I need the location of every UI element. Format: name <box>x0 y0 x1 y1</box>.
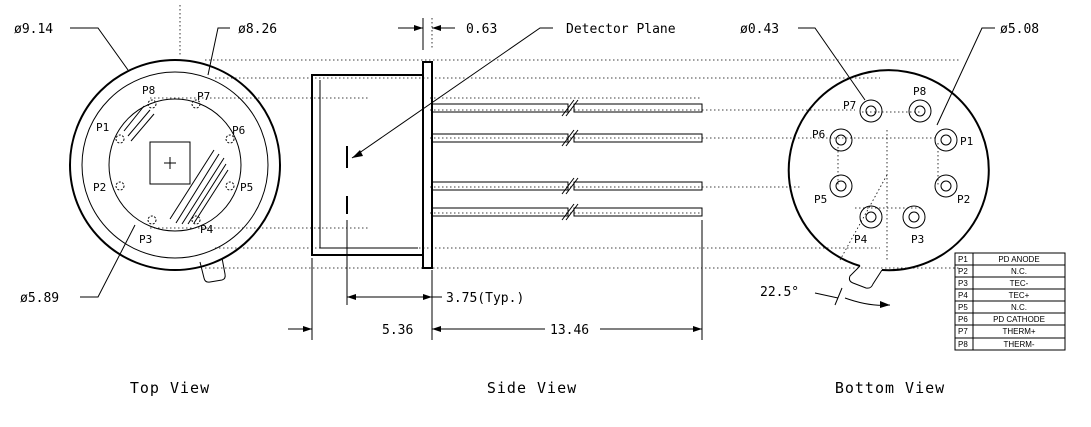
table-func-7: THERM+ <box>1002 327 1035 336</box>
detector-chip <box>149 141 191 185</box>
top-dim-middle: ø8.26 <box>238 22 277 37</box>
top-pin-label-p8: P8 <box>142 84 155 97</box>
bottom-view-title: Bottom View <box>835 379 945 397</box>
bottom-pin-label-p1: P1 <box>960 135 973 148</box>
side-dim-flange: 0.63 <box>466 22 497 37</box>
table-pin-1: P1 <box>958 255 968 264</box>
top-pin-label-p1: P1 <box>96 121 109 134</box>
top-pin-label-p5: P5 <box>240 181 253 194</box>
projection-lines <box>150 5 960 269</box>
table-func-2: N.C. <box>1011 267 1027 276</box>
bond-hatch <box>123 105 229 225</box>
table-func-6: PD CATHODE <box>993 315 1045 324</box>
bottom-pin-label-p5: P5 <box>814 193 827 206</box>
side-dim-detector-plane: Detector Plane <box>566 22 676 37</box>
pin-function-table: P1 PD ANODE P2 N.C. P3 TEC- P4 TEC+ P5 N… <box>954 252 1066 351</box>
side-dim-height: 5.36 <box>382 323 413 338</box>
table-func-1: PD ANODE <box>998 255 1039 264</box>
bottom-dim-pcd: ø5.08 <box>1000 22 1039 37</box>
top-pin-label-p6: P6 <box>232 124 245 137</box>
table-pin-4: P4 <box>958 291 968 300</box>
side-view-title: Side View <box>487 379 577 397</box>
bottom-dim-angle: 22.5° <box>760 285 799 300</box>
table-func-3: TEC- <box>1010 279 1029 288</box>
bottom-pins <box>829 99 958 229</box>
top-view: P8 P7 P1 P6 P2 P5 P4 P3 ø9.14 ø8.26 ø5.8… <box>14 22 281 306</box>
side-dim-typ: 3.75(Typ.) <box>446 291 524 306</box>
table-pin-3: P3 <box>958 279 968 288</box>
side-view: 0.63 Detector Plane 3.75(Typ.) 5.36 13.4… <box>288 18 703 340</box>
bottom-pin-label-p8: P8 <box>913 85 926 98</box>
table-pin-7: P7 <box>958 327 968 336</box>
table-pin-2: P2 <box>958 267 968 276</box>
top-dim-pin-circle: ø5.89 <box>20 291 59 306</box>
top-pin-label-p2: P2 <box>93 181 106 194</box>
bottom-pin-label-p6: P6 <box>812 128 825 141</box>
side-dim-leads: 13.46 <box>550 323 589 338</box>
top-view-pin-holes <box>115 99 235 225</box>
table-pin-8: P8 <box>958 340 968 349</box>
bottom-pin-label-p4: P4 <box>854 233 868 246</box>
bottom-pin-label-p2: P2 <box>957 193 970 206</box>
side-leads <box>431 99 703 221</box>
bottom-pin-label-p3: P3 <box>911 233 924 246</box>
table-func-8: THERM- <box>1003 340 1034 349</box>
table-pin-5: P5 <box>958 303 968 312</box>
table-func-5: N.C. <box>1011 303 1027 312</box>
bottom-dim-pin-dia: ø0.43 <box>740 22 779 37</box>
bottom-view: P7 P8 P6 P1 P5 P2 P4 P3 ø0.43 ø5.08 22.5… <box>740 22 1039 308</box>
top-pin-label-p7: P7 <box>197 90 210 103</box>
top-dim-outer: ø9.14 <box>14 22 53 37</box>
table-pin-6: P6 <box>958 315 968 324</box>
top-pin-label-p3: P3 <box>139 233 152 246</box>
table-func-4: TEC+ <box>1009 291 1030 300</box>
top-view-title: Top View <box>130 379 210 397</box>
bottom-pin-label-p7: P7 <box>843 99 856 112</box>
top-pin-label-p4: P4 <box>200 223 214 236</box>
